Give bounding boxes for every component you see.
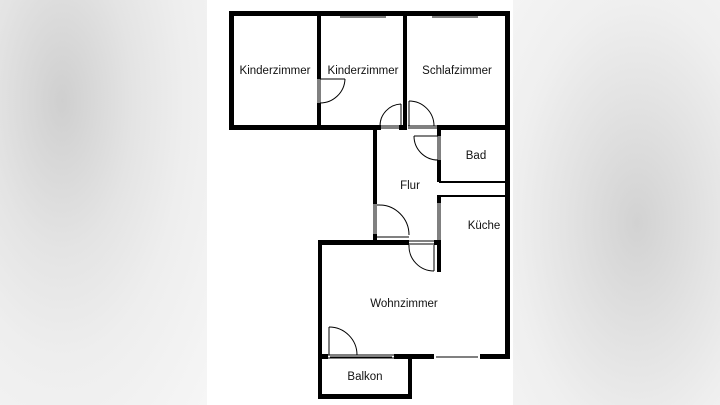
- door-wohnzimmer: [408, 240, 435, 272]
- door-balkon: [328, 326, 394, 359]
- blurred-background-right: [513, 0, 720, 405]
- room-label-kinderzimmer-1: Kinderzimmer: [240, 65, 311, 77]
- blurred-background-left: [0, 0, 207, 405]
- opening-kueche: [437, 203, 441, 240]
- door-kinderzimmer: [317, 78, 346, 104]
- door-schlafzimmer: [408, 100, 437, 129]
- room-label-kinderzimmer-2: Kinderzimmer: [328, 65, 399, 77]
- door-bad: [413, 135, 441, 161]
- doors: [317, 78, 441, 359]
- room-label-wohnzimmer: Wohnzimmer: [370, 298, 438, 310]
- windows: [330, 16, 478, 358]
- room-label-balkon: Balkon: [347, 371, 382, 383]
- room-label-flur: Flur: [400, 180, 420, 192]
- room-label-kueche: Küche: [468, 220, 501, 232]
- walls: [229, 11, 510, 399]
- door-kinderzimmer-flur: [379, 103, 402, 129]
- room-label-bad: Bad: [466, 150, 486, 162]
- floor-plan-panel: [207, 0, 513, 405]
- door-flur-entrance: [373, 204, 410, 238]
- room-label-schlafzimmer: Schlafzimmer: [422, 65, 492, 77]
